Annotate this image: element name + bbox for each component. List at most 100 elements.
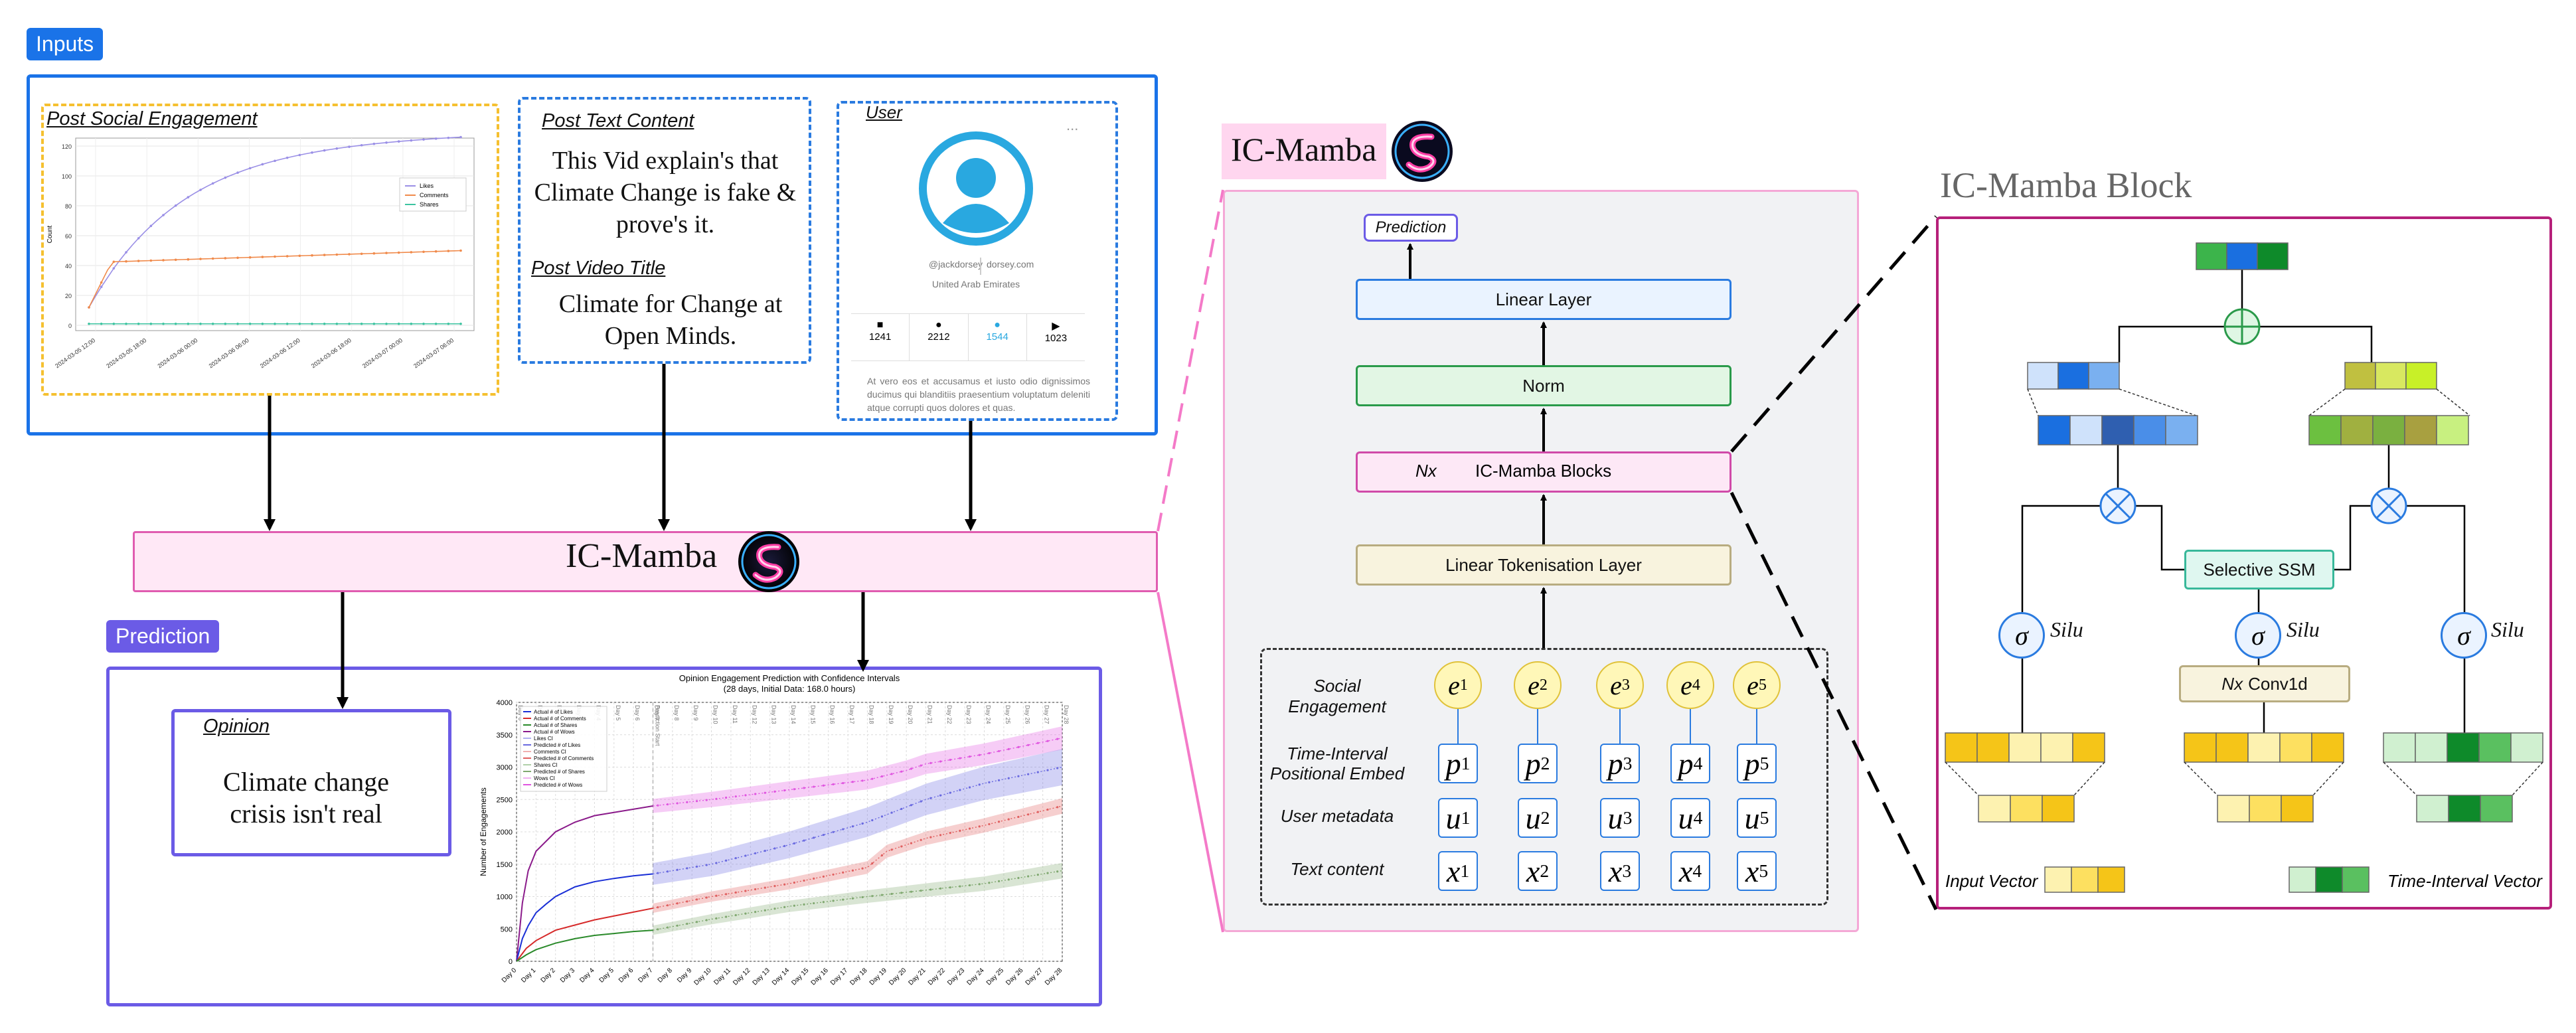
- series-point: [666, 904, 669, 907]
- series-point: [149, 224, 153, 228]
- opinion-box: [171, 709, 451, 856]
- user-site[interactable]: dorsey.com: [987, 259, 1034, 270]
- series-point: [822, 875, 825, 878]
- series-point: [890, 848, 893, 851]
- series-point: [1027, 744, 1030, 746]
- series-point: [199, 189, 202, 191]
- series-point: [715, 917, 718, 920]
- prediction-start-label: Prediction Start: [655, 705, 661, 746]
- input-vector-label: Input Vector: [1945, 871, 2038, 891]
- series-point: [880, 854, 884, 856]
- series-point: [348, 253, 351, 256]
- series-point: [199, 322, 202, 325]
- y-tick-label: 60: [65, 233, 72, 240]
- series-point: [686, 867, 688, 870]
- legend-label: Wows CI: [534, 775, 555, 781]
- series-point: [813, 785, 815, 788]
- series-point: [988, 752, 991, 755]
- series-point: [754, 793, 757, 795]
- series-point: [978, 825, 981, 828]
- person-icon: ●: [935, 319, 942, 331]
- series-point: [261, 256, 264, 258]
- series-point: [978, 883, 981, 886]
- series-point: [686, 900, 688, 903]
- row-label-user: User metadata: [1280, 806, 1394, 826]
- series-point: [360, 143, 363, 147]
- series-point: [832, 783, 835, 785]
- series-point: [298, 254, 301, 258]
- series-point: [705, 864, 708, 866]
- x-tick-label: Day 17: [829, 967, 849, 987]
- y-axis-label: Count: [46, 225, 54, 243]
- stat-followers: ●2212: [910, 314, 969, 360]
- series-point: [822, 784, 825, 787]
- series-point: [997, 750, 1001, 753]
- top-tick-label: Day 8: [673, 705, 680, 721]
- confidence-band: [653, 726, 1062, 813]
- legend-label: Predicted # of Wows: [534, 782, 582, 788]
- x-tick-label: Day 15: [790, 967, 810, 987]
- series-point: [1027, 773, 1030, 775]
- token-subscript: 3: [1622, 860, 1632, 881]
- series-point: [1056, 806, 1059, 809]
- token-subscript: 2: [1540, 860, 1550, 881]
- series-point: [851, 869, 854, 872]
- x-tick-label: Day 21: [907, 967, 927, 987]
- series-point: [112, 322, 116, 325]
- silu-right: σ: [2441, 612, 2487, 659]
- series-point: [1007, 878, 1010, 881]
- series-point: [447, 322, 450, 325]
- row-label-positional: Time-Interval Positional Embed: [1269, 744, 1405, 783]
- token-subscript: 1: [1461, 807, 1471, 828]
- top-tick-label: Day 24: [985, 705, 992, 724]
- token-subscript: 4: [1692, 676, 1700, 694]
- series-point: [422, 138, 425, 141]
- top-tick-label: Day 23: [965, 705, 972, 724]
- series-point: [88, 322, 90, 325]
- series-point: [125, 260, 127, 263]
- series-point: [968, 786, 971, 789]
- video-title-body: Climate for Change at Open Minds.: [558, 290, 783, 350]
- ic-mamba-label: IC-Mamba: [566, 537, 718, 575]
- series-point: [793, 788, 795, 791]
- series-point: [311, 322, 313, 325]
- series-point: [871, 819, 874, 822]
- blocks-prefix: Nx: [1415, 461, 1437, 481]
- user-more-icon[interactable]: ...: [1066, 117, 1079, 133]
- prediction-tag: Prediction: [106, 620, 220, 653]
- token-subscript: 3: [1621, 676, 1630, 694]
- series-point: [657, 872, 659, 874]
- token-symbol: x: [1608, 854, 1623, 888]
- x-tick-label: 2024-03-06 12:00: [259, 337, 301, 369]
- series-point: [666, 926, 669, 929]
- series-point: [959, 829, 961, 832]
- series-point: [793, 842, 795, 844]
- series-point: [773, 908, 776, 910]
- legend-label: Shares CI: [534, 762, 558, 768]
- series-point: [988, 781, 991, 783]
- series-point: [724, 915, 728, 918]
- series-point: [676, 802, 679, 805]
- top-tick-label: Day 12: [751, 705, 758, 724]
- norm-layer: Norm: [1356, 365, 1731, 406]
- series-point: [959, 885, 961, 888]
- series-point: [851, 825, 854, 828]
- legend-label: Actual # of Likes: [534, 709, 573, 715]
- x-tick-label: Day 12: [732, 967, 752, 987]
- series-point: [695, 898, 698, 901]
- series-point: [88, 306, 90, 309]
- series-point: [939, 794, 942, 797]
- series-point: [880, 775, 884, 778]
- series-point: [734, 891, 737, 894]
- token-subscript: 4: [1693, 807, 1703, 828]
- series-point: [949, 791, 951, 794]
- series-line: [516, 929, 653, 962]
- series-point: [261, 322, 264, 325]
- series-point: [434, 137, 438, 140]
- opinion-body: Climate change crisis isn't real: [223, 767, 389, 829]
- top-tick-label: Day 28: [1063, 705, 1070, 724]
- series-point: [162, 322, 165, 325]
